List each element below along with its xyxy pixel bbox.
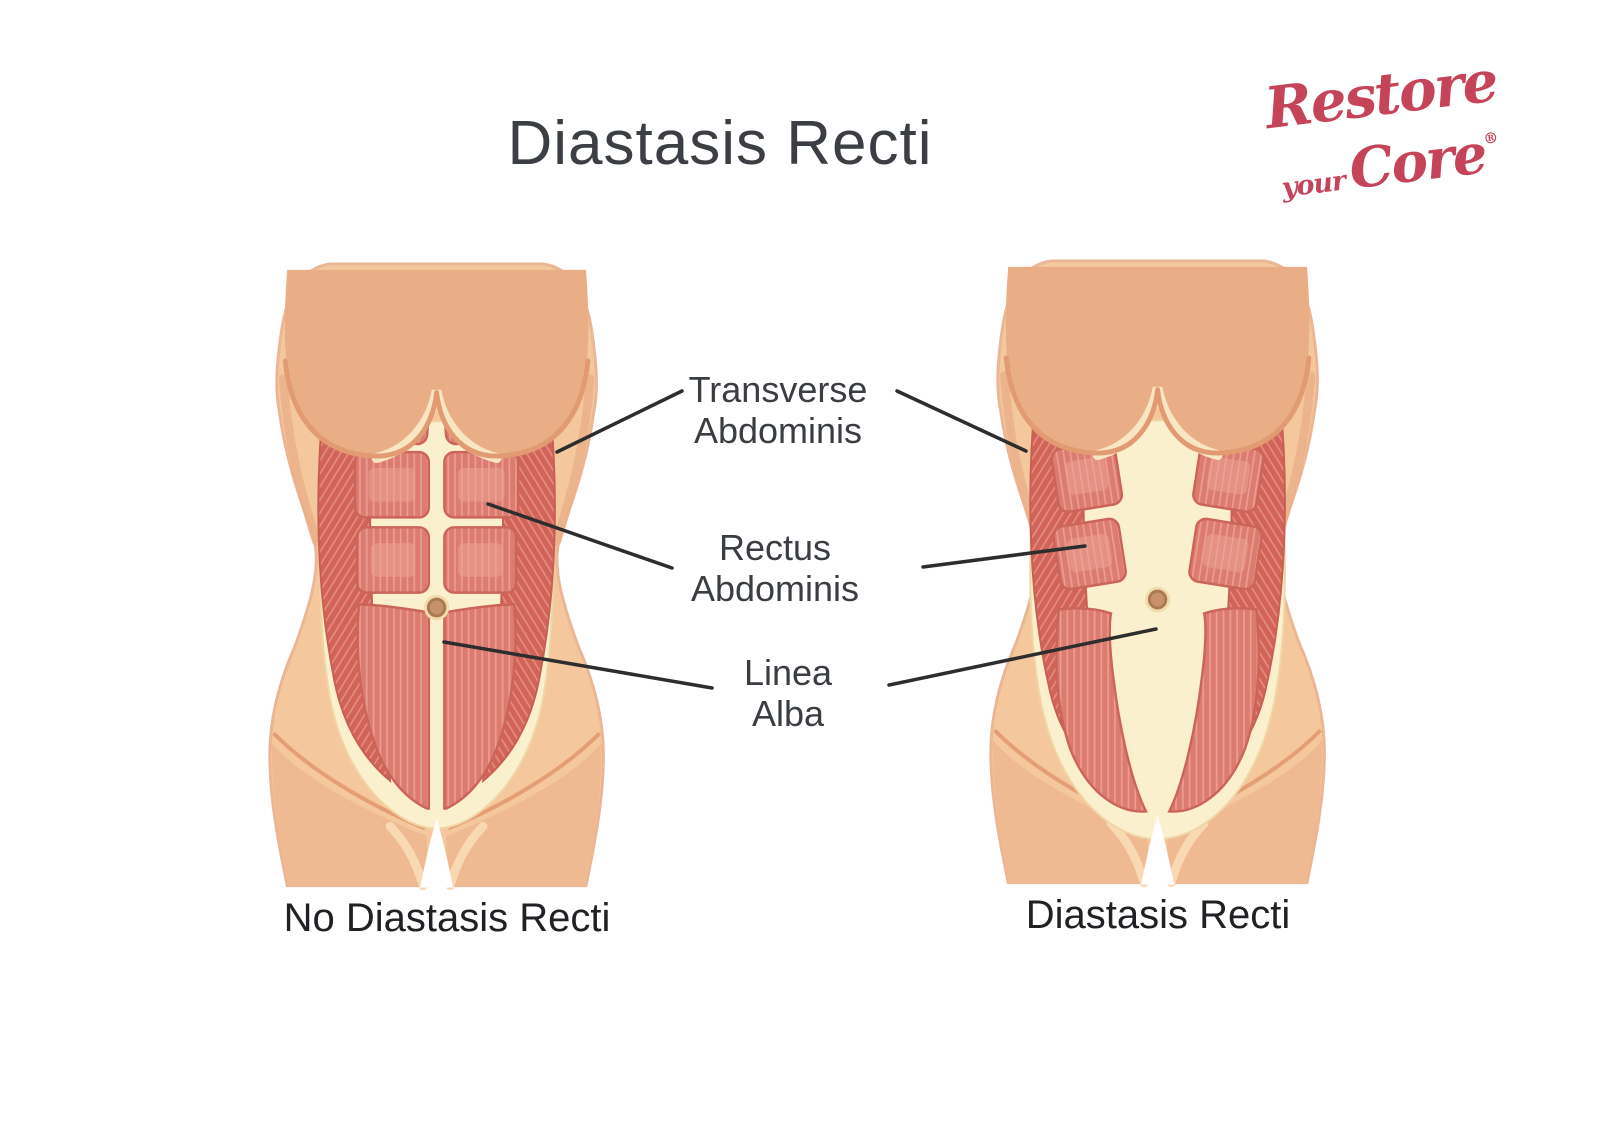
page-title: Diastasis Recti — [507, 109, 933, 178]
restore-your-core-logo: Restore yourCore® — [1243, 47, 1530, 242]
label-linea-alba: Linea Alba — [613, 652, 963, 734]
thigh-right — [1167, 740, 1323, 883]
leader-linea-left — [442, 640, 714, 690]
leader-transverse-right — [895, 389, 1028, 453]
registered-trademark: ® — [1482, 128, 1498, 149]
label-line: Linea — [743, 652, 833, 693]
chest — [1005, 266, 1310, 456]
logo-word-core: Core — [1345, 120, 1489, 202]
thigh-left — [271, 743, 427, 886]
thigh-left — [992, 740, 1148, 883]
label-transverse-abdominis: Transverse Abdominis — [603, 369, 953, 451]
label-line: Rectus — [718, 527, 832, 568]
figure-diastasis — [989, 259, 1326, 888]
leader-transverse-left — [555, 389, 684, 454]
figure-no-diastasis — [268, 262, 605, 891]
label-rectus-abdominis: Rectus Abdominis — [600, 527, 950, 609]
label-line: Alba — [751, 693, 825, 734]
label-line: Abdominis — [690, 568, 860, 609]
label-line: Abdominis — [693, 410, 863, 451]
label-line: Transverse — [688, 369, 868, 410]
leader-rectus-left — [486, 502, 674, 570]
logo-word-your: your — [1280, 165, 1347, 205]
leader-rectus-right — [921, 544, 1087, 569]
leader-lines — [442, 389, 1158, 690]
caption-diastasis: Diastasis Recti — [1025, 893, 1291, 937]
caption-no-diastasis: No Diastasis Recti — [283, 896, 611, 940]
leader-linea-right — [887, 627, 1158, 687]
chest — [284, 269, 589, 459]
thigh-right — [446, 743, 602, 886]
